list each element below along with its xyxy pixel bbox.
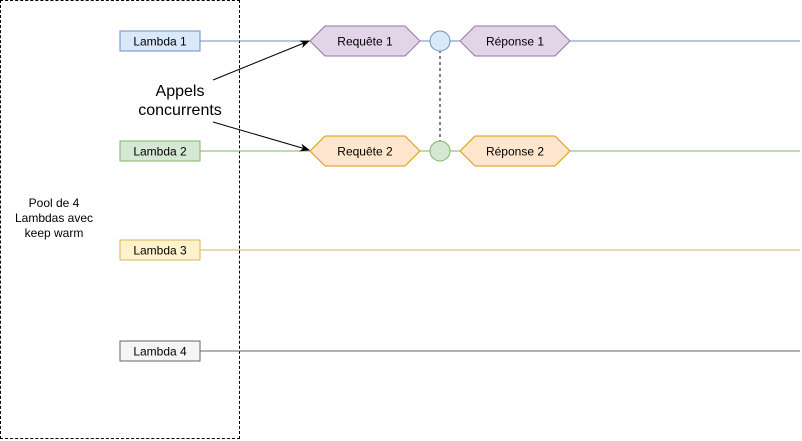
lambda-4-box[interactable]: Lambda 4 <box>119 340 201 362</box>
lambda-4-label: Lambda 4 <box>133 345 187 359</box>
arrow-to-request-1 <box>212 40 310 81</box>
pool-label: Pool de 4 Lambdas avec keep warm <box>14 196 94 240</box>
lambda-2-label: Lambda 2 <box>133 145 187 159</box>
response-1-label: Réponse 1 <box>486 35 544 49</box>
lambda-2-box[interactable]: Lambda 2 <box>119 140 201 162</box>
lambda-1-label: Lambda 1 <box>133 35 187 49</box>
request-2-shape[interactable]: Requête 2 <box>309 135 421 167</box>
response-2-label: Réponse 2 <box>486 145 544 159</box>
annotation-line-1: Appels <box>156 83 205 100</box>
response-1-shape[interactable]: Réponse 1 <box>459 25 571 57</box>
request-1-label: Requête 1 <box>337 35 393 49</box>
request-2-label: Requête 2 <box>337 145 393 159</box>
lambda-3-label: Lambda 3 <box>133 244 187 258</box>
lane-1-node[interactable] <box>429 30 451 52</box>
response-2-shape[interactable]: Réponse 2 <box>459 135 571 167</box>
pool-container <box>0 0 240 439</box>
lambda-3-box[interactable]: Lambda 3 <box>119 239 201 261</box>
lambda-1-box[interactable]: Lambda 1 <box>119 30 201 52</box>
arrow-to-request-2 <box>212 121 310 152</box>
annotation-line-2: concurrents <box>138 102 222 119</box>
lane-2-node[interactable] <box>429 140 451 162</box>
request-1-shape[interactable]: Requête 1 <box>309 25 421 57</box>
